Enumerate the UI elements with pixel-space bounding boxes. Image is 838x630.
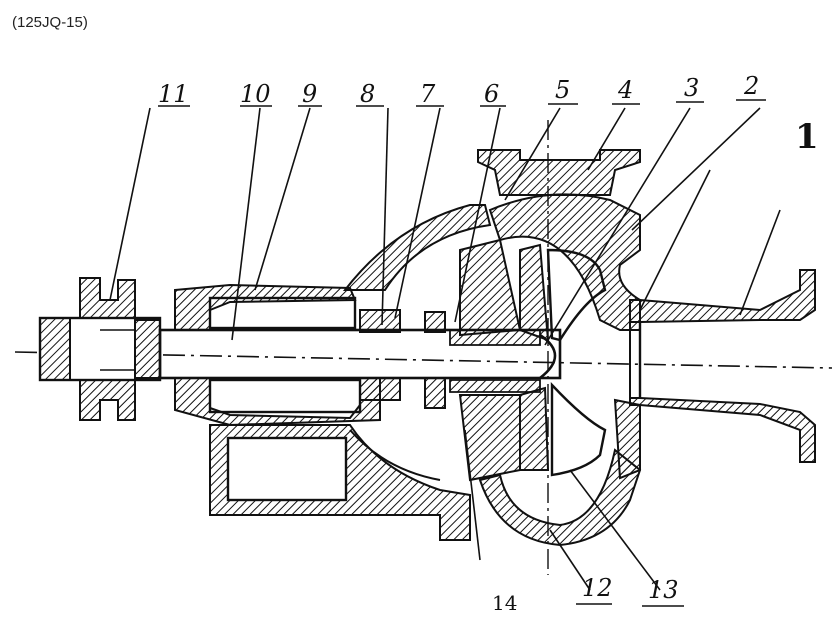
label-14: 14	[492, 591, 517, 615]
bearing-bracket	[174, 204, 492, 541]
label-4: 4	[617, 76, 633, 104]
pump-casing	[449, 149, 642, 547]
label-11: 11	[158, 80, 189, 108]
suction-pipe	[629, 269, 816, 463]
label-7: 7	[420, 80, 436, 108]
coupling	[38, 277, 162, 421]
label-12: 12	[582, 574, 613, 602]
label-2: 2	[743, 72, 759, 100]
label-3: 3	[684, 74, 699, 102]
part-labels: 11 10 9 8 7 6 5 4 3 2 1 14 12 13	[158, 72, 819, 615]
leader-lines	[109, 107, 781, 591]
label-8: 8	[360, 80, 375, 108]
label-5: 5	[555, 76, 570, 104]
diagram-caption: (125JQ-15)	[12, 14, 88, 31]
label-10: 10	[240, 80, 271, 108]
label-6: 6	[484, 80, 499, 108]
shaft-centerline	[14, 351, 833, 369]
label-9: 9	[302, 80, 317, 108]
label-1: 1	[795, 117, 819, 157]
label-13: 13	[648, 576, 679, 604]
